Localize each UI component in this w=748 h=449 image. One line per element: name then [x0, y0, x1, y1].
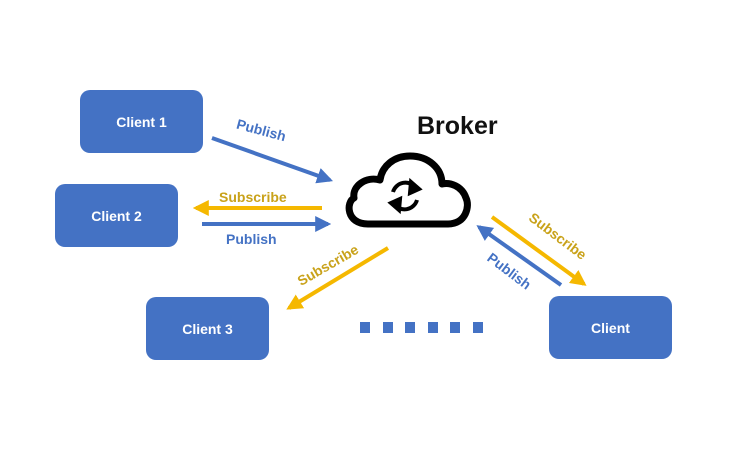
sync-icon: [387, 177, 423, 215]
client-2-node: Client 2: [55, 184, 178, 247]
ellipsis-dot: [472, 322, 483, 333]
publish-label-client2: Publish: [226, 231, 277, 247]
client-3-node: Client 3: [146, 297, 269, 360]
subscribe-label-client2: Subscribe: [219, 189, 287, 205]
ellipsis-dot: [360, 322, 370, 333]
broker-title: Broker: [417, 112, 498, 140]
publish-arrow-client1: [211, 136, 334, 184]
subscribe-arrow-client3: [286, 246, 390, 310]
client-1-node: Client 1: [80, 90, 203, 153]
ellipsis-dot: [450, 322, 460, 333]
ellipsis-dot: [427, 322, 438, 333]
cloud-icon: [345, 152, 471, 228]
ellipsis-dot: [405, 322, 415, 333]
ellipsis-dot: [382, 322, 393, 333]
subscribe-arrow-client: [490, 215, 587, 286]
client-node: Client: [549, 296, 672, 359]
publish-arrow-client: [476, 225, 563, 287]
